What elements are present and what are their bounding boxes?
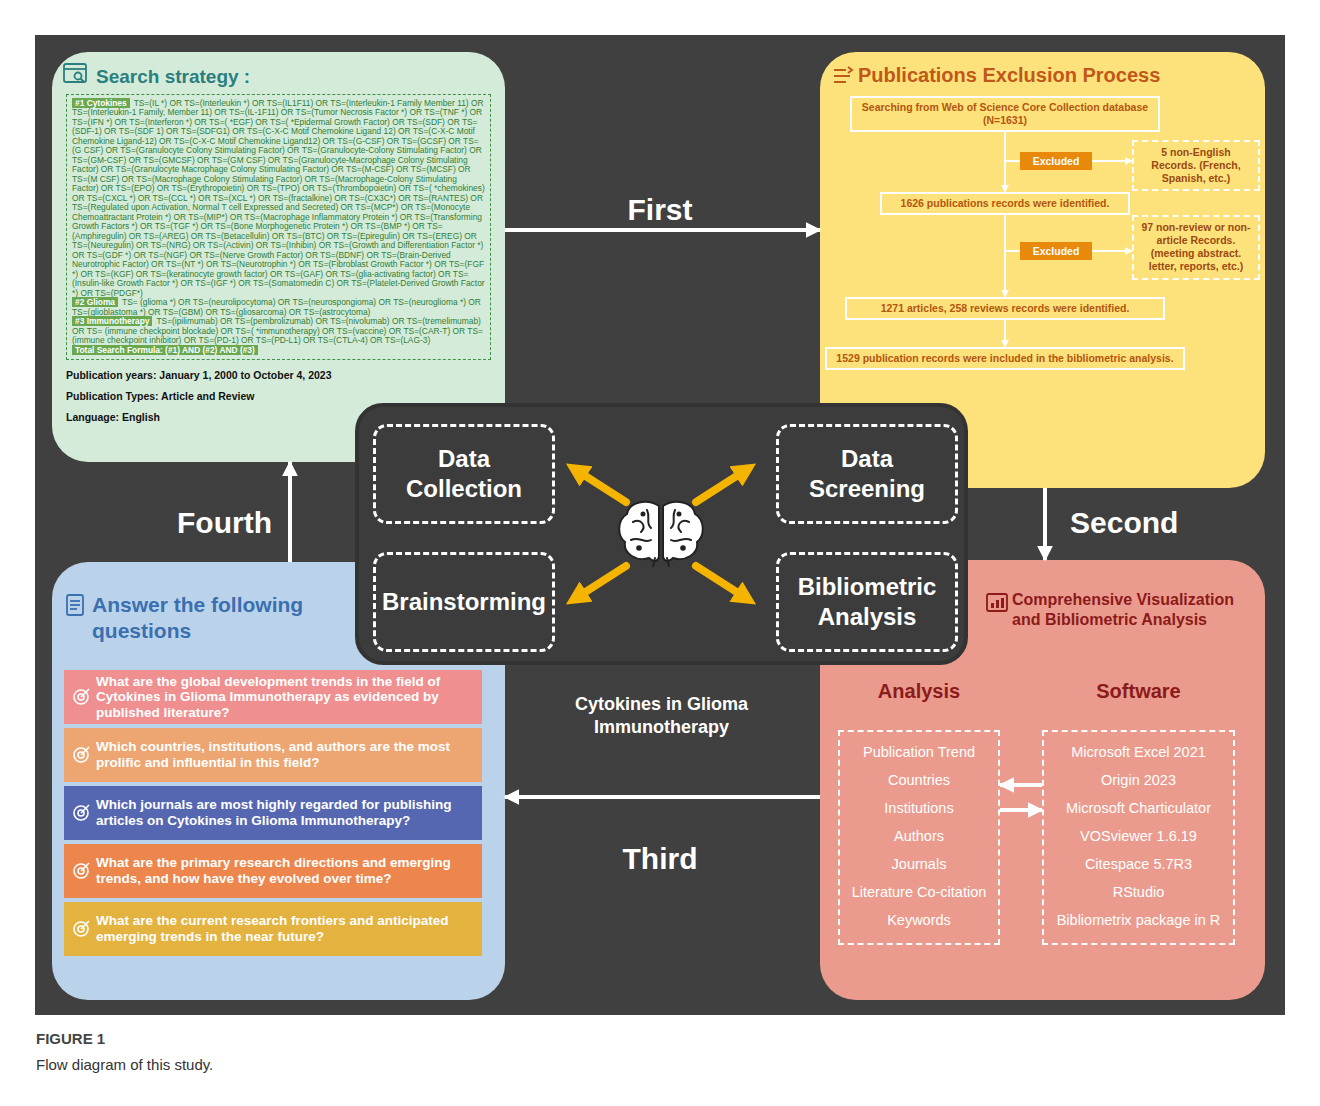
question-box: What are the primary research directions…: [64, 844, 482, 898]
label-text: Data Screening: [787, 444, 947, 504]
process-box: 1271 articles, 258 reviews records were …: [845, 297, 1165, 320]
label-text: 1626 publications records were identifie…: [890, 197, 1120, 210]
list-icon: [834, 67, 852, 82]
label-text: 5 non-English Records. (French, Spanish,…: [1140, 146, 1252, 185]
label-text: #3 Immunotherapy: [72, 316, 152, 326]
flow-arrow: [505, 228, 820, 232]
edge-label: Third: [560, 842, 760, 876]
flow-arrow: [288, 462, 292, 562]
question-box: What are the current research frontiers …: [64, 902, 482, 956]
stage-box: Data Screening: [776, 424, 958, 524]
label-text: Citespace 5.7R3: [1048, 850, 1229, 878]
label-text: Total Search Formula: (#1) AND (#2) AND …: [72, 345, 258, 355]
label-text: Data Collection: [384, 444, 544, 504]
flow-arrow: [1005, 215, 1020, 251]
label-text: 1529 publication records were included i…: [835, 352, 1175, 365]
label-text: Publication years: January 1, 2000 to Oc…: [66, 369, 356, 381]
excluded-box: 97 non-review or non-article Records. (m…: [1132, 215, 1260, 280]
stage-box: Data Collection: [373, 424, 555, 524]
process-box: 1626 publications records were identifie…: [880, 192, 1130, 215]
brain-icon: [619, 502, 703, 566]
question-box: Which journals are most highly regarded …: [64, 786, 482, 840]
figure-caption: Flow diagram of this study.: [36, 1056, 213, 1073]
software-list: Microsoft Excel 2021Origin 2023Microsoft…: [1042, 730, 1235, 945]
stage-box: Bibliometric Analysis: [776, 552, 958, 652]
label-text: Keywords: [844, 906, 994, 934]
label-text: What are the current research frontiers …: [96, 913, 474, 944]
label-text: Which journals are most highly regarded …: [96, 797, 474, 828]
note-icon: [67, 595, 83, 615]
question-box: Which countries, institutions, and autho…: [64, 728, 482, 782]
label-text: Comprehensive Visualization and Bibliome…: [1012, 590, 1257, 630]
process-box: Searching from Web of Science Core Colle…: [850, 96, 1160, 132]
flow-arrow: [1005, 132, 1020, 161]
label-text: Origin 2023: [1048, 766, 1229, 794]
label-text: Brainstorming: [382, 587, 546, 617]
label-text: Which countries, institutions, and autho…: [96, 739, 474, 770]
label-text: 1271 articles, 258 reviews records were …: [855, 302, 1155, 315]
label-text: TS=(IL *) OR TS=(Interleukin *) OR TS=(I…: [72, 98, 485, 298]
label-text: Bibliometric Analysis: [787, 572, 947, 632]
flow-arrow: [505, 795, 820, 799]
label-text: Publication Trend: [844, 738, 994, 766]
chart-icon: [987, 594, 1007, 611]
figure-number: FIGURE 1: [36, 1030, 105, 1047]
label-text: #1 Cytokines: [72, 98, 130, 108]
brain-arrows: [576, 470, 746, 598]
label-text: Language: English: [66, 411, 356, 423]
label-text: Institutions: [844, 794, 994, 822]
query-box: #1 CytokinesTS=(IL *) OR TS=(Interleukin…: [66, 94, 491, 360]
label-text: Authors: [844, 822, 994, 850]
label-text: Excluded: [1022, 155, 1090, 167]
search-icon: [64, 64, 86, 82]
excluded-tag: Excluded: [1020, 152, 1092, 170]
label-text: 97 non-review or non-article Records. (m…: [1140, 221, 1252, 274]
label-text: Answer the following questions: [92, 592, 347, 645]
label-text: Software: [1042, 680, 1235, 703]
label-text: Bibliometrix package in R: [1048, 906, 1229, 934]
label-text: Publication Types: Article and Review: [66, 390, 356, 402]
flow-arrow: [1004, 215, 1006, 297]
label-text: What are the global development trends i…: [96, 674, 474, 721]
flow-arrow: [1000, 783, 1042, 787]
search-panel: Search strategy : #1 CytokinesTS=(IL *) O…: [52, 52, 505, 462]
edge-label: Second: [1070, 506, 1210, 540]
label-text: Excluded: [1022, 245, 1090, 257]
process-box: 1529 publication records were included i…: [825, 347, 1185, 370]
label-text: TS= (glioma *) OR TS=(neurolipocytoma) O…: [72, 297, 481, 316]
flow-arrow: [1092, 160, 1132, 162]
label-text: Countries: [844, 766, 994, 794]
flow-arrow: [1004, 320, 1006, 347]
target-icons: [74, 689, 89, 936]
label-text: Publications Exclusion Process: [858, 64, 1160, 87]
label-text: Analysis: [838, 680, 1000, 703]
label-text: #2 Glioma: [72, 297, 118, 307]
edge-label: Fourth: [150, 506, 272, 540]
center-hub: Cytokines in Glioma ImmunotherapyData Co…: [355, 403, 968, 665]
label-text: What are the primary research directions…: [96, 855, 474, 886]
excluded-tag: Excluded: [1020, 242, 1092, 260]
flow-arrow: [1092, 250, 1132, 252]
flow-arrow: [1004, 132, 1006, 192]
question-box: What are the global development trends i…: [64, 670, 482, 724]
label-text: Literature Co-citation: [844, 878, 994, 906]
flow-arrow: [1000, 808, 1042, 812]
label-text: Cytokines in Glioma Immunotherapy: [509, 693, 814, 740]
label-text: Journals: [844, 850, 994, 878]
excluded-box: 5 non-English Records. (French, Spanish,…: [1132, 140, 1260, 191]
label-text: VOSviewer 1.6.19: [1048, 822, 1229, 850]
stage-box: Brainstorming: [373, 552, 555, 652]
label-text: Searching from Web of Science Core Colle…: [860, 101, 1150, 127]
label-text: Microsoft Charticulator: [1048, 794, 1229, 822]
analysis-list: Publication TrendCountriesInstitutionsAu…: [838, 730, 1000, 945]
label-text: Search strategy :: [66, 64, 491, 90]
label-text: RStudio: [1048, 878, 1229, 906]
flow-arrow: [1043, 488, 1047, 560]
edge-label: First: [560, 193, 760, 227]
label-text: Microsoft Excel 2021: [1048, 738, 1229, 766]
